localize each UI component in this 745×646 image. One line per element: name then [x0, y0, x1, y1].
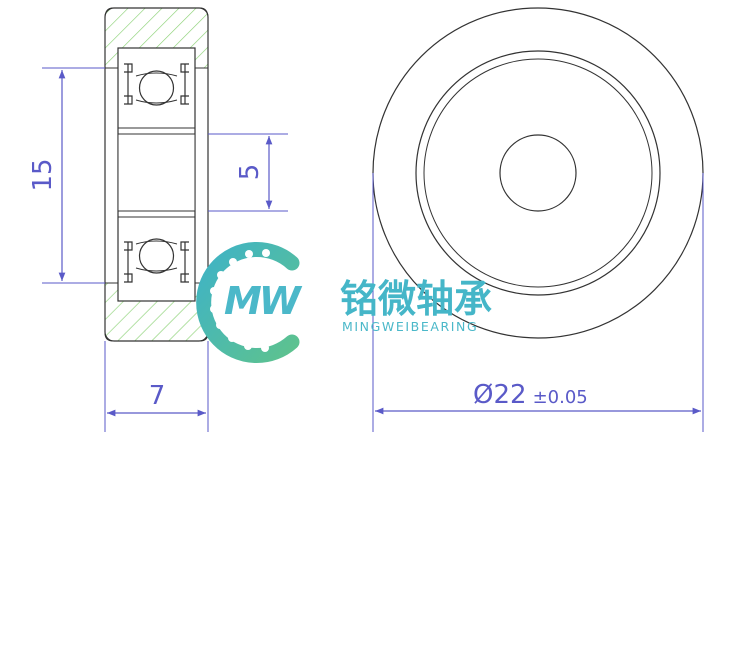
dimension-bore: 5	[208, 133, 288, 212]
bearing-bore	[117, 133, 196, 212]
lower-ball-set	[124, 238, 189, 283]
bearing-circle-inner	[423, 58, 653, 288]
ball-upper	[138, 70, 175, 106]
section-view	[104, 7, 209, 342]
diameter-symbol: Ø	[473, 380, 493, 410]
dimension-diameter: Ø22 ±0.05	[372, 173, 704, 432]
width-label: 7	[149, 381, 166, 411]
brand-logo: MW 铭微轴承 MINGWEIBEARING	[196, 242, 492, 363]
ball-lower	[138, 238, 175, 274]
diameter-tolerance: ±0.05	[533, 387, 588, 408]
bore-label: 5	[235, 164, 265, 181]
logo-balls	[210, 249, 270, 352]
logo-brand-en: MINGWEIBEARING	[342, 319, 478, 334]
bearing-circle-outer	[415, 50, 661, 296]
logo-ring	[196, 242, 300, 363]
diameter-value: 22	[493, 380, 526, 410]
diameter-label: Ø22 ±0.05	[473, 380, 588, 410]
tyre-outline	[104, 7, 209, 342]
logo-brand-cn: 铭微轴承	[340, 277, 492, 321]
dimension-height: 15	[28, 67, 105, 284]
upper-ball-set	[124, 63, 189, 106]
logo-mark: MW	[224, 279, 303, 323]
dimension-width: 7	[104, 341, 209, 432]
height-label: 15	[28, 158, 58, 191]
bore-circle	[499, 134, 577, 212]
